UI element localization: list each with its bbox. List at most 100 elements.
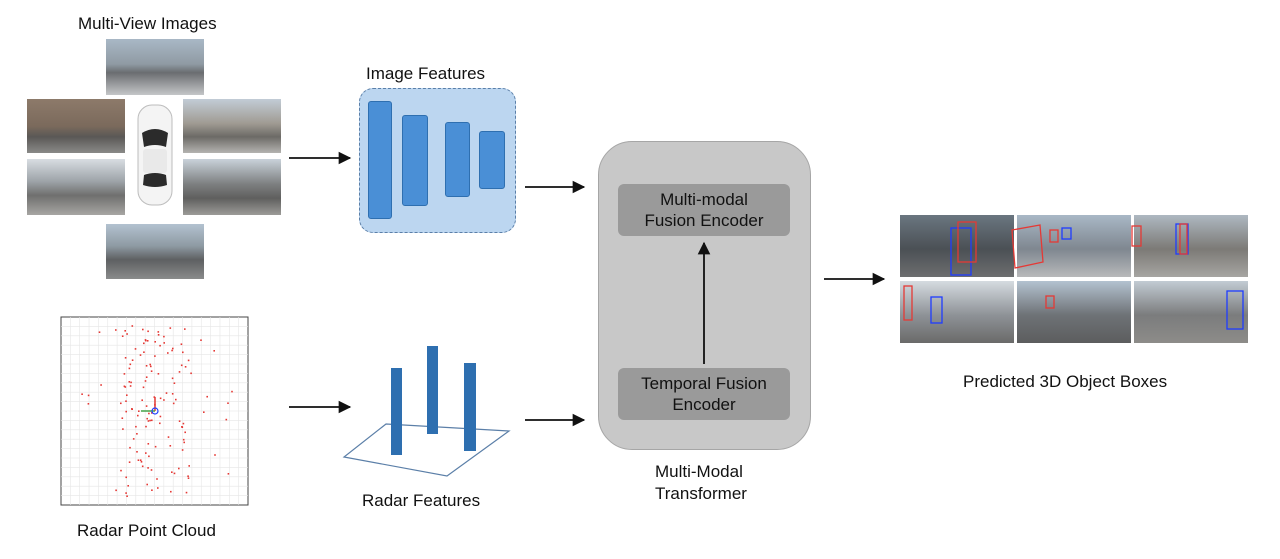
camera-back-image — [106, 224, 204, 279]
radar-point — [187, 359, 190, 362]
radar-point — [167, 352, 169, 354]
transformer-label-line1: Multi-Modal — [655, 462, 743, 481]
radar-point — [171, 471, 173, 473]
output-cam-back-right — [1134, 281, 1248, 343]
radar-point — [124, 357, 127, 359]
camera-front-left-image — [27, 99, 125, 153]
radar-point — [98, 331, 101, 333]
radar-point — [126, 333, 128, 335]
radar-point — [182, 438, 185, 441]
radar-point — [200, 339, 202, 341]
radar-point — [144, 380, 147, 382]
radar-point — [115, 329, 117, 331]
image-feature-bar-3 — [445, 122, 470, 197]
radar-point — [159, 415, 162, 418]
camera-front-image — [106, 39, 204, 95]
radar-point — [122, 428, 124, 430]
radar-point — [172, 402, 175, 405]
radar-point — [127, 485, 129, 487]
radar-point — [129, 446, 131, 449]
radar-point — [163, 399, 165, 401]
radar-point — [150, 370, 153, 372]
radar-point — [169, 327, 172, 329]
radar-point — [140, 461, 143, 463]
radar-point — [206, 395, 208, 398]
radar-point — [231, 390, 233, 393]
radar-point — [157, 331, 160, 333]
predicted-boxes-label: Predicted 3D Object Boxes — [963, 372, 1168, 391]
radar-point — [147, 420, 150, 422]
radar-point — [125, 476, 127, 479]
radar-point — [137, 414, 139, 417]
radar-point — [167, 436, 170, 438]
radar-point — [141, 399, 143, 401]
radar-point — [182, 422, 185, 425]
radar-point — [148, 455, 150, 458]
radar-point — [136, 451, 138, 453]
image-feature-bar-4 — [479, 131, 505, 189]
radar-point — [181, 449, 184, 451]
radar-features-label: Radar Features — [362, 491, 481, 510]
radar-point — [149, 363, 151, 366]
radar-point — [157, 487, 159, 489]
radar-point — [180, 343, 183, 345]
radar-point — [131, 325, 134, 327]
radar-point — [120, 469, 122, 472]
radar-point — [181, 426, 183, 428]
multimodal-fusion-encoder-box: Multi-modal Fusion Encoder — [618, 184, 790, 236]
temporal-fusion-encoder-line1: Temporal Fusion — [641, 374, 767, 393]
radar-point — [131, 408, 133, 410]
radar-point — [123, 373, 126, 375]
radar-point — [142, 328, 144, 331]
radar-point — [173, 382, 176, 384]
radar-point — [171, 393, 174, 395]
radar-point — [187, 475, 189, 477]
radar-point — [143, 351, 145, 353]
radar-point — [165, 392, 168, 394]
radar-point — [126, 394, 128, 396]
radar-point — [185, 491, 188, 494]
radar-point — [145, 376, 148, 378]
radar-point — [147, 443, 150, 445]
radar-point-cloud-label: Radar Point Cloud — [77, 521, 216, 540]
radar-point — [125, 400, 127, 402]
radar-point — [184, 328, 186, 330]
radar-point — [154, 355, 156, 357]
radar-point — [184, 366, 187, 368]
radar-point — [172, 347, 174, 350]
radar-point — [128, 367, 131, 370]
radar-point — [141, 465, 144, 468]
radar-point — [151, 489, 153, 491]
radar-point — [125, 410, 127, 413]
radar-point — [125, 492, 127, 494]
radar-point — [131, 359, 134, 361]
radar-point — [183, 441, 185, 444]
multimodal-fusion-encoder-line2: Fusion Encoder — [644, 211, 764, 230]
output-cam-back — [1017, 281, 1131, 343]
radar-point — [132, 438, 135, 440]
image-feature-bar-1 — [368, 101, 392, 219]
radar-point — [87, 403, 90, 405]
radar-point — [134, 348, 137, 350]
radar-point — [135, 425, 137, 428]
radar-point — [123, 385, 126, 388]
radar-point — [157, 373, 160, 375]
radar-point — [124, 330, 126, 332]
radar-point — [115, 489, 117, 492]
radar-point — [150, 469, 153, 471]
radar-point — [130, 381, 132, 384]
radar-point — [178, 371, 181, 373]
radar-point — [151, 419, 153, 422]
image-features-label: Image Features — [366, 64, 486, 83]
camera-back-left-image — [27, 159, 125, 215]
radar-point — [146, 340, 149, 342]
radar-point — [145, 339, 147, 342]
radar-point — [213, 350, 215, 352]
radar-point — [178, 420, 181, 422]
multimodal-fusion-encoder-line1: Multi-modal — [660, 190, 748, 209]
radar-point — [180, 364, 183, 367]
radar-point — [151, 412, 153, 414]
transformer-label-line2: Transformer — [655, 484, 747, 503]
radar-point — [146, 417, 148, 420]
radar-point — [156, 478, 158, 480]
